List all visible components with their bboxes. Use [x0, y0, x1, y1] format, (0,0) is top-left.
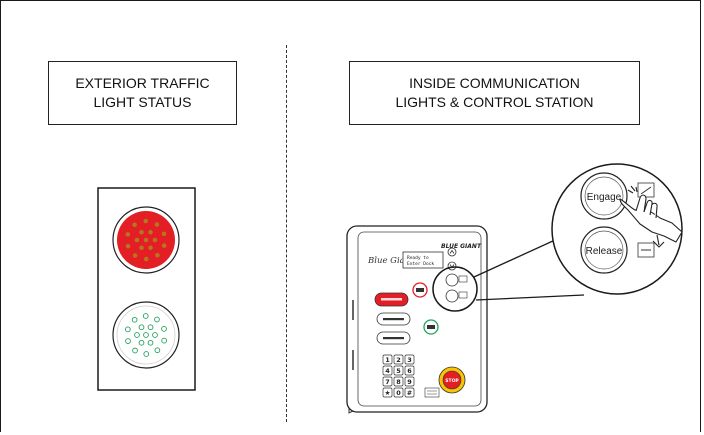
- keypad-key-label: 7: [385, 378, 390, 386]
- led-dot: [147, 339, 154, 346]
- led-dot: [142, 313, 149, 319]
- led-dot: [161, 243, 167, 248]
- keypad-key-label: 2: [396, 356, 401, 364]
- keypad-key-label: 9: [407, 378, 412, 386]
- keypad-key: [382, 354, 393, 365]
- led-dot: [134, 237, 140, 243]
- led-dot: [161, 337, 168, 344]
- exterior-traffic-light-title: EXTERIOR TRAFFIC LIGHT STATUS: [48, 61, 237, 125]
- callout-line-bottom: [475, 294, 585, 301]
- keypad-key: [393, 365, 404, 376]
- led-dot: [139, 229, 144, 235]
- led-dot: [138, 339, 145, 346]
- keypad-key: [393, 387, 404, 398]
- led-dot: [132, 253, 138, 258]
- led-dot: [148, 229, 153, 235]
- inside-title-line2: LIGHTS & CONTROL STATION: [395, 94, 594, 110]
- led-dot: [161, 326, 167, 332]
- highlight-circle: [432, 266, 478, 312]
- inside-communication-title: INSIDE COMMUNICATION LIGHTS & CONTROL ST…: [349, 61, 640, 125]
- station-brand-logo: BLUE GIANT: [441, 243, 482, 250]
- lcd-line2: Enter Dock: [407, 261, 434, 267]
- keypad-key: [404, 376, 415, 387]
- led-dot: [154, 222, 160, 227]
- led-dot: [124, 326, 131, 333]
- keypad-key-label: 3: [407, 356, 412, 364]
- led-dot: [148, 245, 153, 251]
- keypad-key: [382, 376, 393, 387]
- led-dot: [161, 231, 167, 237]
- keypad-key-label: #: [407, 389, 412, 397]
- led-dot: [147, 324, 154, 331]
- zoom-callout: Engage Release: [551, 163, 683, 295]
- traffic-light-red: [112, 206, 180, 274]
- inside-title-line1: INSIDE COMMUNICATION: [409, 75, 580, 91]
- keypad-key: [404, 354, 415, 365]
- station-lcd: [402, 251, 444, 269]
- led-dot: [155, 252, 160, 258]
- engage-label: Engage: [587, 192, 622, 203]
- led-dot: [125, 243, 131, 249]
- keypad-key: [393, 376, 404, 387]
- pointing-hand-icon: [619, 185, 683, 248]
- keypad-key-label: 5: [396, 367, 401, 375]
- up-arrow-button-icon: [447, 247, 457, 257]
- led-dot: [143, 332, 149, 338]
- traffic-light-green: [112, 301, 180, 369]
- keypad-key: [404, 387, 415, 398]
- led-dot: [132, 222, 137, 228]
- exterior-title-line2: LIGHT STATUS: [93, 94, 192, 110]
- down-arrow-button-icon: [447, 261, 457, 271]
- keypad-key-label: 6: [407, 367, 412, 375]
- keypad-key: [404, 365, 415, 376]
- keypad-key: [393, 354, 404, 365]
- led-dot: [143, 256, 149, 262]
- led-dot: [152, 237, 158, 243]
- station-brand-script: Blue Giant: [367, 256, 414, 266]
- keypad-key-label: 8: [396, 378, 401, 386]
- exterior-title-line1: EXTERIOR TRAFFIC: [75, 75, 210, 91]
- stop-label: STOP: [445, 378, 459, 384]
- led-dot: [152, 332, 158, 338]
- led-dot: [154, 316, 160, 323]
- led-dot: [132, 347, 138, 354]
- callout-line-top: [473, 234, 567, 278]
- led-dot: [139, 245, 144, 251]
- led-dot: [125, 338, 131, 344]
- keypad-key-label: ★: [385, 389, 391, 397]
- dashed-divider: [286, 45, 287, 422]
- led-dot: [143, 237, 149, 243]
- keypad-key-label: 4: [385, 367, 390, 375]
- release-label: Release: [586, 246, 623, 257]
- led-dot: [138, 324, 145, 331]
- led-dot: [131, 316, 138, 323]
- led-dot: [134, 332, 140, 338]
- lcd-line1: Ready to: [407, 255, 429, 261]
- led-dot: [143, 218, 149, 224]
- control-station: Blue Giant BLUE GIANT Ready to Enter Doc…: [346, 225, 488, 414]
- keypad-key-label: 1: [385, 356, 390, 364]
- keypad-key: [382, 387, 393, 398]
- keypad-key: [382, 365, 393, 376]
- led-dot: [125, 232, 131, 237]
- led-dot: [143, 351, 150, 357]
- keypad-key-label: 0: [396, 389, 401, 397]
- led-dot: [154, 347, 161, 354]
